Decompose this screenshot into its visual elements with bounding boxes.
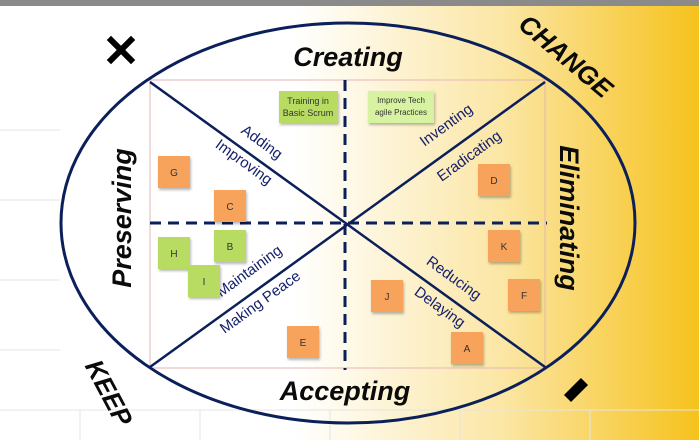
sticky-note-h-label: H bbox=[170, 249, 177, 260]
label-creating: Creating bbox=[293, 42, 403, 72]
sticky-note-improve-tech[interactable]: Improve Tech agile Practices bbox=[368, 91, 434, 123]
sticky-note-e-label: E bbox=[300, 338, 307, 349]
sticky-note-a[interactable]: A bbox=[451, 332, 483, 364]
sticky-note-k[interactable]: K bbox=[488, 230, 520, 262]
sticky-note-improve-line1: Improve Tech bbox=[377, 96, 425, 105]
sticky-note-b[interactable]: B bbox=[214, 230, 246, 262]
sticky-note-d[interactable]: D bbox=[478, 164, 510, 196]
label-preserving: Preserving bbox=[107, 148, 137, 288]
background-grid bbox=[0, 129, 699, 440]
outer-ellipse bbox=[59, 21, 637, 425]
sticky-note-h[interactable]: H bbox=[158, 237, 190, 269]
sticky-note-training-line1: Training in bbox=[287, 96, 329, 106]
sticky-note-i-label: I bbox=[203, 277, 206, 288]
sticky-note-g-label: G bbox=[170, 168, 178, 179]
sticky-note-j[interactable]: J bbox=[371, 280, 403, 312]
sticky-note-c-label: C bbox=[226, 202, 233, 213]
sticky-note-f-label: F bbox=[521, 291, 527, 302]
sticky-note-b-label: B bbox=[227, 242, 234, 253]
close-x-icon bbox=[106, 35, 136, 65]
sticky-note-k-label: K bbox=[501, 242, 508, 253]
sticky-note-d-label: D bbox=[490, 176, 497, 187]
minus-icon bbox=[563, 377, 589, 403]
sticky-note-f[interactable]: F bbox=[508, 279, 540, 311]
sticky-note-training-line2: Basic Scrum bbox=[283, 108, 334, 118]
sticky-note-training[interactable]: Training in Basic Scrum bbox=[279, 91, 338, 123]
label-accepting: Accepting bbox=[279, 376, 411, 406]
sticky-note-g[interactable]: G bbox=[158, 156, 190, 188]
sticky-note-a-label: A bbox=[464, 344, 471, 355]
diagonal-line-2 bbox=[149, 80, 546, 369]
sticky-note-c[interactable]: C bbox=[214, 190, 246, 222]
sticky-note-i[interactable]: I bbox=[188, 265, 220, 297]
sticky-note-e[interactable]: E bbox=[287, 326, 319, 358]
sticky-note-improve-line2: agile Practices bbox=[375, 108, 427, 117]
label-eliminating: Eliminating bbox=[554, 145, 584, 291]
top-bar bbox=[0, 0, 699, 6]
sticky-note-j-label: J bbox=[385, 292, 390, 303]
